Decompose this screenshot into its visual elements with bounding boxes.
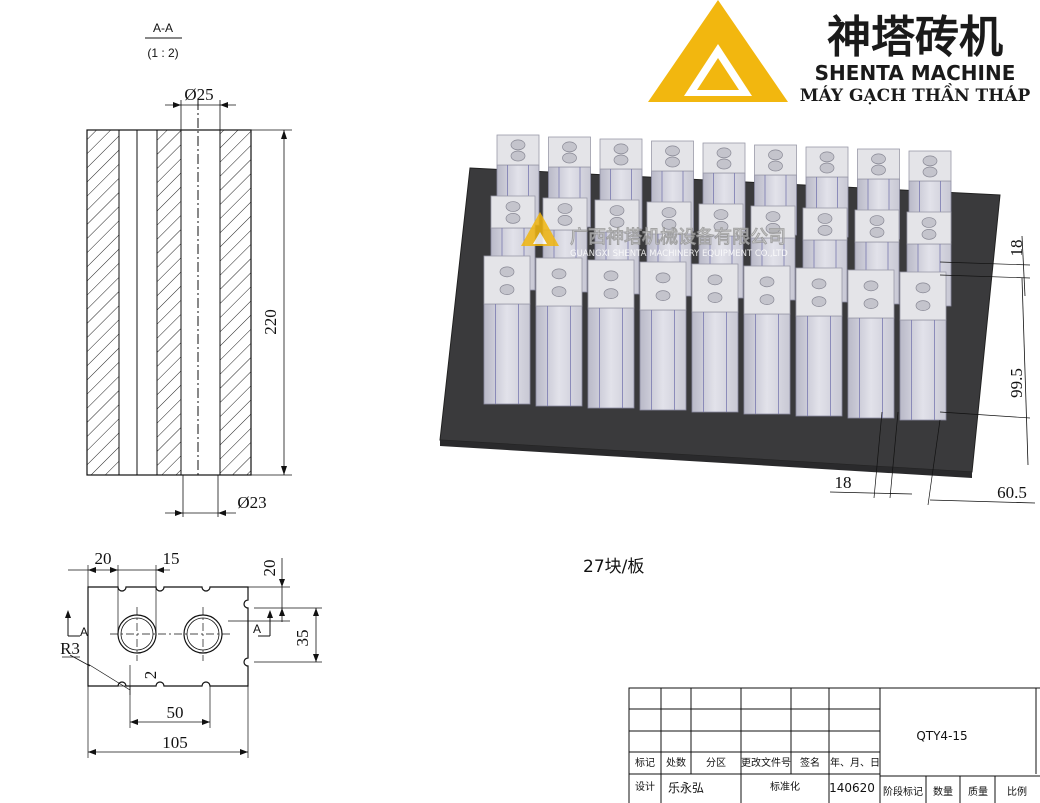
quantity-label: 数量 [933, 785, 953, 798]
section-scale: (1 : 2) [147, 46, 178, 60]
block [754, 144, 797, 236]
section-view: A-A (1 : 2) Ø25 220 Ø23 [86, 21, 292, 517]
col-date: 年、月、日 [830, 756, 880, 769]
dim-18-right: 18 [1007, 240, 1026, 257]
row-standard: 标准化 [770, 780, 800, 793]
pallet-view: 18 99.5 18 60.5 广西神塔机械设备有限公司 GUANGXI SHE… [439, 134, 1036, 506]
row-design: 设计 [635, 780, 655, 793]
dim-15: 15 [163, 549, 180, 568]
block-grid [483, 134, 952, 421]
block [587, 259, 635, 409]
brand-name-cn: 神塔砖机 [827, 12, 1003, 63]
col-count: 处数 [666, 756, 686, 769]
weight-label: 质量 [968, 786, 988, 798]
watermark: 广西神塔机械设备有限公司 GUANGXI SHENTA MACHINERY EQ… [521, 212, 788, 259]
dim-20-right: 20 [260, 560, 279, 577]
block [639, 261, 687, 411]
section-mark-right: A [253, 622, 261, 636]
designer-name: 乐永弘 [668, 781, 704, 795]
block [899, 271, 947, 421]
watermark-cn: 广西神塔机械设备有限公司 [570, 226, 786, 248]
col-sign: 签名 [800, 756, 820, 769]
col-zone: 分区 [706, 757, 726, 769]
col-doc: 更改文件号 [741, 756, 791, 769]
section-mark-left: A [80, 625, 88, 639]
block [483, 255, 531, 405]
block [795, 267, 843, 417]
scale-label: 比例 [1007, 785, 1027, 798]
pieces-per-pallet: 27块/板 [583, 557, 644, 577]
dim-height: 220 [261, 309, 280, 335]
dim-60-5: 60.5 [997, 483, 1027, 502]
col-mark: 标记 [635, 757, 655, 769]
watermark-logo-icon [521, 212, 559, 246]
design-date: 140620 [829, 781, 875, 795]
block [847, 269, 895, 419]
block [743, 265, 791, 415]
dim-105: 105 [162, 733, 188, 752]
watermark-en: GUANGXI SHENTA MACHINERY EQUIPMENT CO.,L… [570, 249, 788, 259]
plan-view: 20 15 20 35 A A R3 2 50 [60, 549, 322, 758]
dim-2: 2 [141, 671, 160, 680]
block [535, 257, 583, 407]
title-block [628, 687, 1040, 803]
brand-logo: 神塔砖机 SHENTA MACHINE MÁY GẠCH THẦN THÁP [648, 0, 1030, 106]
stage-mark: 阶段标记 [883, 785, 923, 798]
dim-99-5: 99.5 [1007, 368, 1026, 398]
drawing-number: QTY4-15 [916, 729, 967, 743]
brand-name-vi: MÁY GẠCH THẦN THÁP [800, 83, 1031, 106]
block [691, 263, 739, 413]
dim-20-left: 20 [95, 549, 112, 568]
dim-35: 35 [293, 630, 312, 647]
section-label: A-A [153, 21, 173, 35]
brand-name-en: SHENTA MACHINE [815, 61, 1016, 85]
dim-r3: R3 [60, 639, 80, 658]
dim-50: 50 [167, 703, 184, 722]
dim-diameter-bottom: Ø23 [237, 493, 266, 512]
dim-18-bottom: 18 [835, 473, 852, 492]
dim-diameter-top: Ø25 [184, 85, 213, 104]
